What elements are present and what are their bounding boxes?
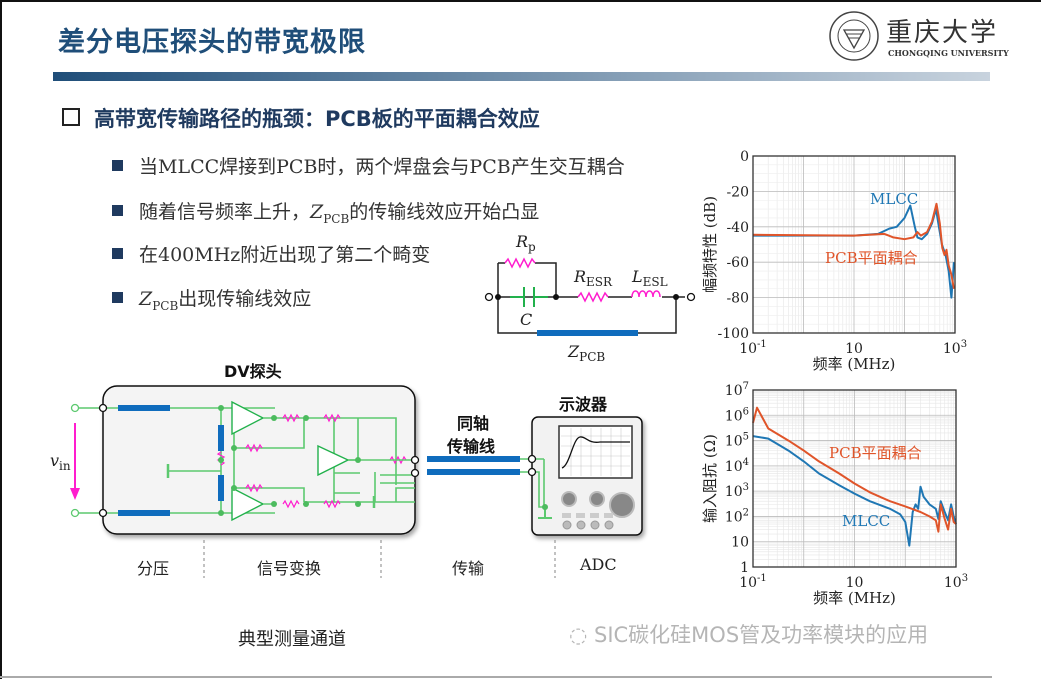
slide-title: 差分电压探头的带宽极限 (58, 27, 366, 58)
bullet-text: 随着信号频率上升， (139, 201, 311, 223)
y-tick-label: 102 (725, 507, 749, 525)
slide-border-left (0, 0, 2, 679)
square-bullet-icon (112, 248, 123, 259)
series-line-pcb (752, 202, 955, 289)
x-axis-label: 频率 (MHz) (813, 355, 896, 373)
vin-label: vin (50, 451, 71, 474)
stage-adc-label: ADC (580, 555, 617, 574)
plot-frame (752, 389, 957, 568)
y-tick-label: -20 (726, 184, 749, 200)
section-heading: 高带宽传输路径的瓶颈：PCB板的平面耦合效应 (62, 103, 540, 133)
inductor-esl-icon (631, 290, 661, 298)
legend-label: PCB平面耦合 (829, 444, 922, 462)
series-line-mlcc (752, 435, 957, 547)
y-tick-label: -100 (718, 326, 749, 342)
label-rp: Rp (516, 232, 536, 255)
coax-title: 传输线 (447, 437, 496, 456)
x-tick-label: 10 (846, 575, 864, 591)
bullet-item: 当MLCC焊接到PCB时，两个焊盘会与PCB产生交互耦合 (112, 152, 625, 179)
math-subscript: PCB (152, 298, 179, 313)
y-tick-label: 0 (740, 149, 749, 165)
stage-transmission-label: 传输 (452, 559, 485, 578)
legend-label: PCB平面耦合 (825, 249, 918, 267)
y-tick-label: 1 (740, 560, 749, 576)
opamp-icons (231, 400, 350, 522)
bullet-item: 在400MHz附近出现了第二个畸变 (112, 240, 430, 267)
coax-line (427, 456, 520, 462)
y-tick-label: 103 (725, 482, 749, 500)
bullet-item: ZPCB出现传输线效应 (112, 284, 311, 313)
x-tick-label: 103 (944, 573, 968, 591)
label-resr: RESR (574, 267, 613, 290)
y-tick-label: 105 (725, 432, 749, 450)
y-tick-label: 106 (725, 406, 749, 424)
x-tick-label: 10 (845, 341, 863, 357)
bullet-text: 在400MHz附近出现了第二个畸变 (139, 244, 431, 266)
university-logo-text: 重庆大学 (886, 18, 999, 48)
bullet-item: 随着信号频率上升，ZPCB的传输线效应开始凸显 (112, 197, 539, 226)
resistor-rp-icon (504, 257, 536, 269)
math-symbol: Z (310, 201, 324, 223)
wechat-icon: ◌ (569, 623, 594, 647)
university-seal-logo (829, 11, 879, 61)
legend-label: MLCC (870, 190, 918, 208)
bullet-text: 出现传输线效应 (178, 288, 312, 310)
bullet-text: 当MLCC焊接到PCB时，两个焊盘会与PCB产生交互耦合 (139, 156, 625, 178)
university-logo-en: CHONGQING UNIVERSITY (888, 48, 1009, 58)
y-tick-label: -60 (726, 255, 749, 271)
y-tick-label: -40 (726, 220, 749, 236)
x-tick-label: 103 (943, 339, 967, 357)
label-zpcb: ZPCB (568, 342, 606, 365)
math-symbol: Z (139, 288, 153, 310)
square-bullet-icon (112, 292, 123, 303)
mlcc-equivalent-circuit (484, 257, 696, 336)
input-impedance-chart: 107 106 105 104 103 102 10 110-1 10 103 频率 (MHz) 输入… (701, 381, 968, 607)
y-tick-label: 107 (725, 381, 749, 399)
x-tick-label: 10-1 (739, 339, 767, 357)
y-tick-label: 104 (725, 457, 749, 475)
diagram-caption: 典型测量通道 (238, 629, 346, 650)
series-line-pcb (752, 406, 957, 533)
resistor-esr-icon (577, 291, 609, 303)
y-tick-label: -80 (726, 291, 749, 307)
x-tick-label: 10-1 (739, 573, 767, 591)
stage-divider-label: 分压 (137, 559, 170, 578)
footer-line (0, 676, 992, 678)
square-bullet-icon (112, 160, 123, 171)
legend-label: MLCC (842, 512, 890, 530)
bullet-text: 的传输线效应开始凸显 (349, 201, 540, 223)
scope-title: 示波器 (559, 395, 608, 414)
slide-border-top (0, 0, 1041, 2)
square-bullet-icon (112, 205, 123, 216)
y-axis-label: 输入阻抗 (Ω) (701, 434, 719, 523)
y-axis-label: 幅频特性 (dB) (701, 196, 719, 293)
probe-title: DV探头 (224, 362, 282, 381)
series-line-mlcc (753, 204, 955, 299)
zpcb-transmission-line (537, 330, 638, 336)
section-heading-text: 高带宽传输路径的瓶颈：PCB板的平面耦合效应 (94, 107, 540, 131)
x-axis-label: 频率 (MHz) (813, 589, 896, 607)
label-lesl: LESL (632, 267, 668, 290)
capacitor-c-icon (510, 287, 548, 307)
plot-frame (752, 155, 956, 334)
title-underline-bar (53, 72, 990, 81)
hollow-square-bullet-icon (62, 108, 80, 126)
measurement-channel-diagram (70, 385, 643, 578)
label-c: C (520, 310, 533, 329)
watermark-text: ◌ SIC碳化硅MOS管及功率模块的应用 (569, 623, 929, 647)
math-subscript: PCB (323, 211, 350, 226)
y-tick-label: 10 (731, 535, 749, 551)
stage-conversion-label: 信号变换 (257, 559, 322, 578)
coax-title: 同轴 (457, 414, 490, 433)
